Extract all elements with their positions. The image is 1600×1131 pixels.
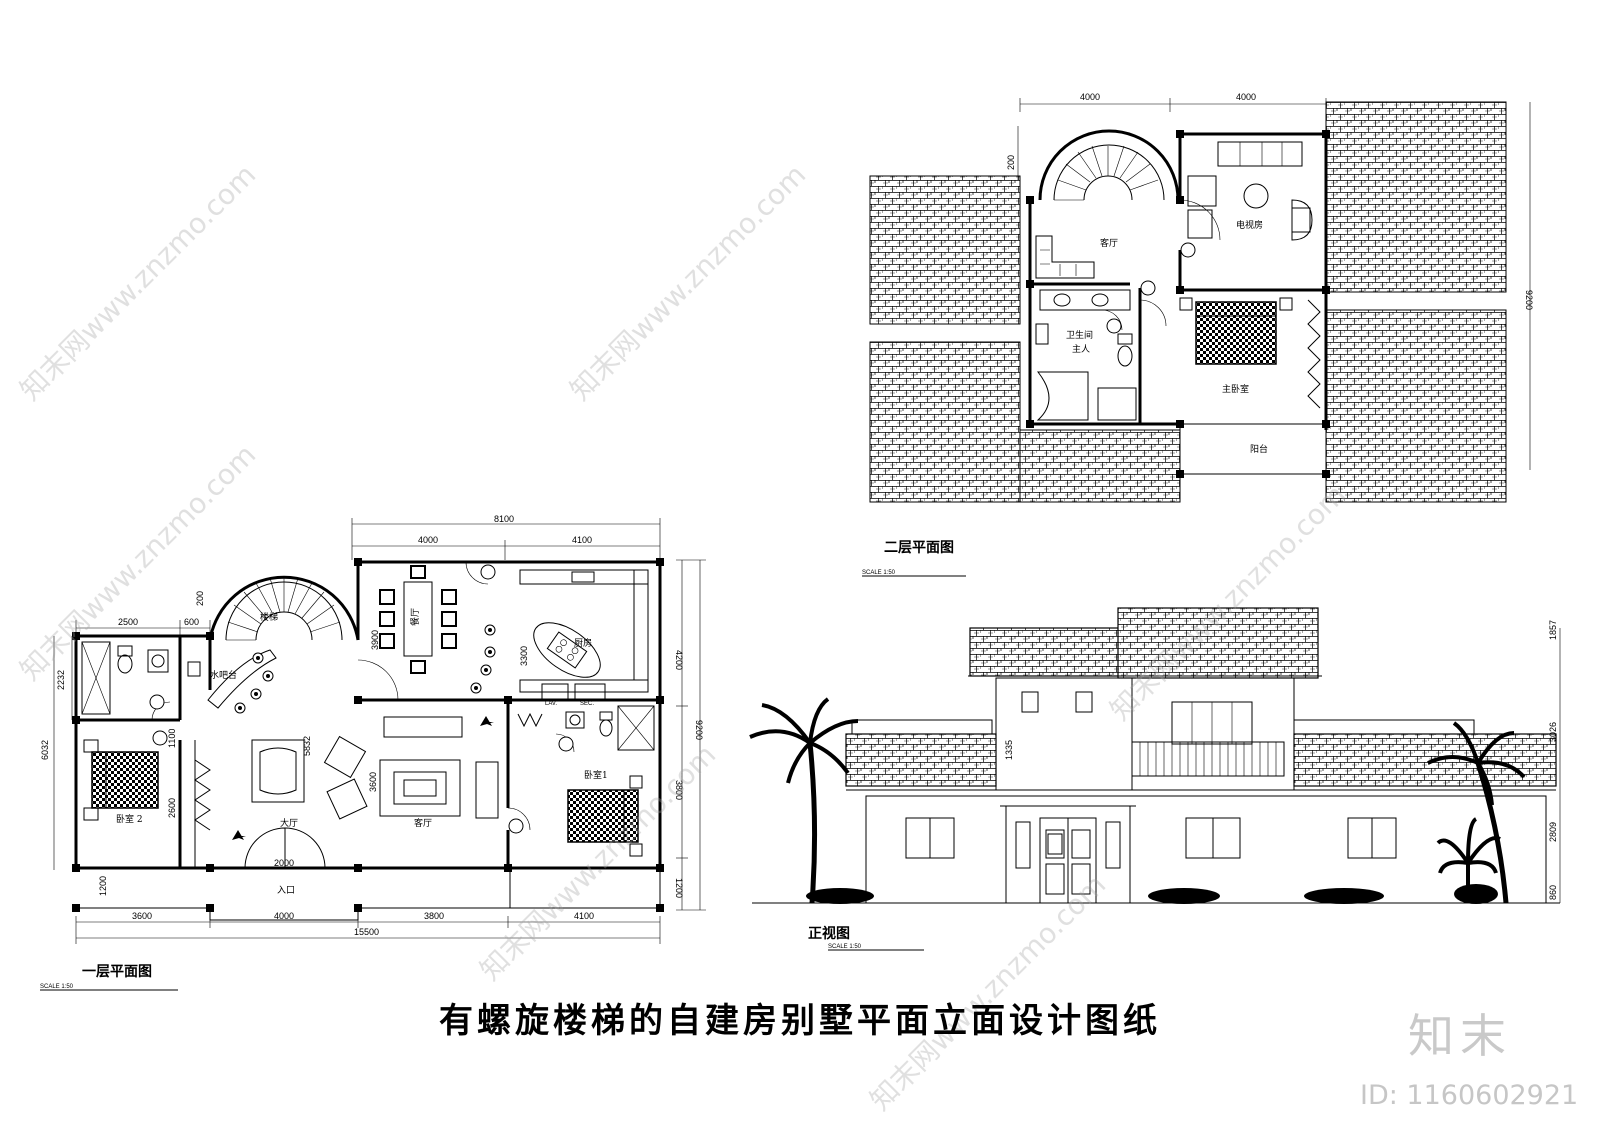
dim-2f-9200: 9200 [1524,290,1534,310]
label-living: 客厅 [414,817,432,829]
watermark-logo: 知末 [1408,1009,1512,1063]
elevation-title: 正视图 [808,925,850,942]
first-floor-title: 一层平面图 [82,964,152,980]
first-floor-plan: 楼梯 水吧台 餐厅 厨房 大厅 客厅 卧室1 卧室 2 入口 LAV. SEC.… [40,514,706,991]
dim-elev-860: 860 [1548,885,1558,900]
label-dining: 餐厅 [409,608,421,626]
dim-bottom-a: 3600 [132,911,152,921]
dim-top-total: 8100 [494,514,514,524]
dim-6032: 6032 [40,740,50,760]
elevation-scale: SCALE 1:50 [828,944,862,950]
dim-top-a: 4000 [418,535,438,545]
dim-bottom-c: 3800 [424,911,444,921]
label-lav: LAV. [545,701,557,707]
dim-2f-200: 200 [1006,155,1016,170]
dim-9200: 9200 [694,720,704,740]
label-tv-room: 电视房 [1236,219,1263,231]
front-elevation: 1857 3026 2809 860 1335 正视图 SCALE 1:50 [749,607,1561,951]
label-balcony: 阳台 [1250,443,1268,455]
dim-3600: 3600 [368,772,378,792]
label-bar: 水吧台 [210,669,237,681]
dim-2f-top-a: 4000 [1080,92,1100,102]
label-master: 主卧室 [1222,383,1249,395]
dim-stair-h: 200 [195,591,205,606]
dim-3300: 3300 [519,646,529,666]
dim-2600: 2600 [167,798,177,818]
dim-2232: 2232 [56,670,66,690]
dim-3800: 3800 [674,780,684,800]
label-sec: SEC. [580,701,594,707]
label-bath: 卫生间 [1066,329,1093,341]
dim-bottom-d: 4100 [574,911,594,921]
label-2f-living: 客厅 [1100,237,1118,249]
dim-left-a: 2500 [118,617,138,627]
label-kitchen: 厨房 [574,637,592,649]
dim-elev-1335: 1335 [1004,740,1014,760]
label-entrance: 入口 [277,885,295,896]
dim-3900: 3900 [370,630,380,650]
watermark-id: ID: 1160602921 [1360,1080,1579,1111]
dim-bottom-b: 4000 [274,911,294,921]
label-bath-sub: 主人 [1072,343,1090,355]
stair-treads [226,576,341,641]
second-floor-title: 二层平面图 [884,540,954,556]
sheet-title: 有螺旋楼梯的自建房别墅平面立面设计图纸 [439,1001,1161,1041]
label-bedroom2: 卧室 2 [116,813,143,825]
second-floor-scale: SCALE 1:50 [862,570,896,576]
dim-1100: 1100 [167,729,177,748]
first-floor-scale: SCALE 1:50 [40,984,74,990]
dim-2f-top-b: 4000 [1236,92,1256,102]
dim-door-2000: 2000 [274,858,294,868]
dim-elev-3026: 3026 [1548,722,1558,742]
label-bedroom1: 卧室1 [584,769,608,781]
dim-elev-2809: 2809 [1548,822,1558,842]
label-hall: 大厅 [280,817,298,829]
dim-5832: 5832 [302,736,312,756]
label-stair: 楼梯 [260,611,278,623]
dim-1200-right: 1200 [674,878,684,898]
dim-left-b: 600 [184,617,199,627]
dim-1200-left: 1200 [98,876,108,896]
dim-elev-1857: 1857 [1548,620,1558,640]
dim-bottom-total: 15500 [354,927,379,937]
dim-top-b: 4100 [572,535,592,545]
second-floor-plan: 客厅 电视房 卫生间 主人 主卧室 阳台 4000 4000 200 9200 … [862,92,1534,577]
dim-4200: 4200 [674,650,684,670]
